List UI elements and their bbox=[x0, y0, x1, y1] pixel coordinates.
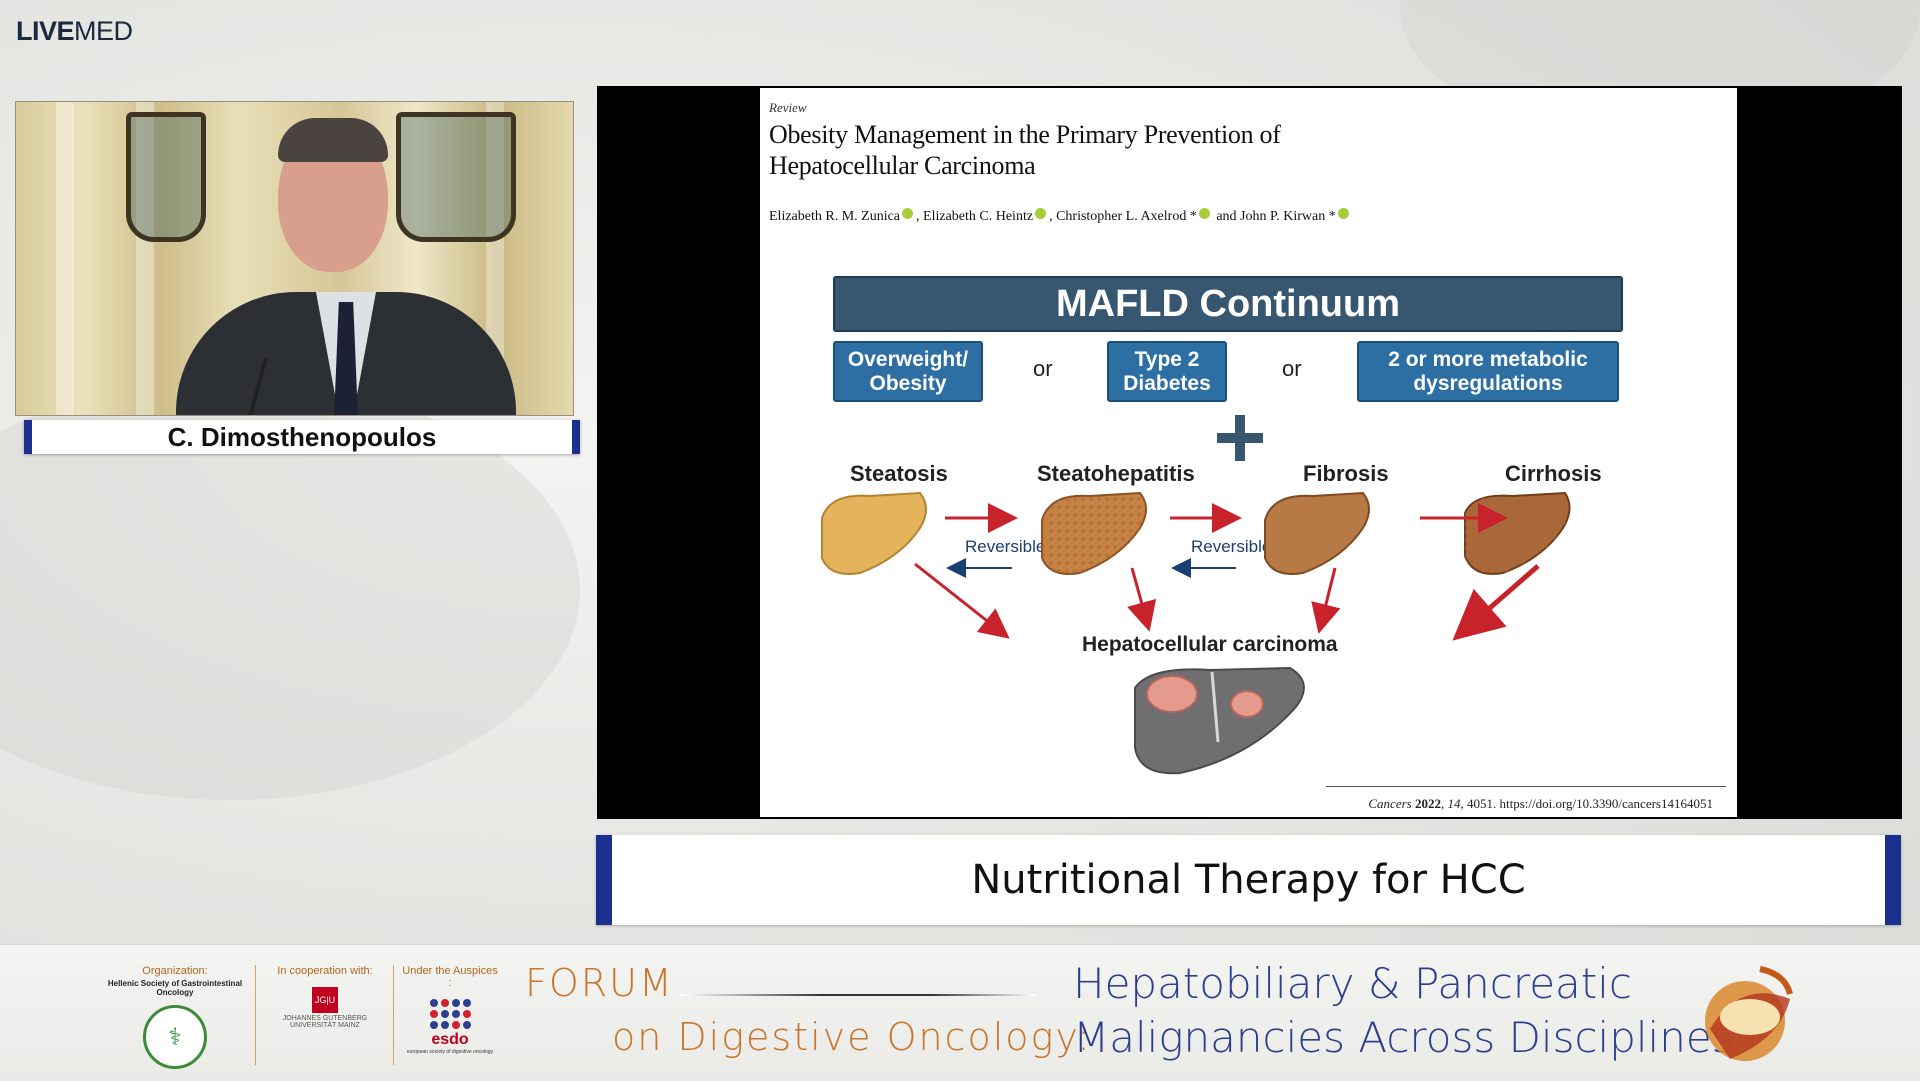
tumor bbox=[1146, 675, 1198, 713]
auspices-block: Under the Auspices : esdo european socie… bbox=[400, 965, 500, 1055]
citation: Cancers 2022, 14, 4051. https://doi.org/… bbox=[1368, 796, 1713, 811]
hcc-label: Hepatocellular carcinoma bbox=[1082, 633, 1338, 656]
orcid-icon bbox=[1035, 208, 1047, 219]
speaker-hair bbox=[278, 118, 388, 162]
jgu-logo-icon: JG|U bbox=[312, 987, 338, 1013]
review-label: Review bbox=[769, 100, 807, 115]
auspices-subtitle: european society of digestive oncology bbox=[406, 1049, 494, 1055]
author: Elizabeth C. Heintz bbox=[923, 209, 1034, 224]
organization-block: Organization: Hellenic Society of Gastro… bbox=[100, 965, 250, 1069]
divider bbox=[393, 965, 394, 1065]
cooperation-block: In cooperation with: JG|U JOHANNES GUTEN… bbox=[270, 965, 380, 1029]
livemed-logo: LIVEMED bbox=[16, 16, 133, 46]
or-label: or bbox=[1033, 356, 1053, 381]
reversible-label: Reversible bbox=[1191, 537, 1272, 556]
lantern bbox=[396, 112, 516, 242]
author: Elizabeth R. M. Zunica bbox=[769, 209, 901, 224]
plus-icon bbox=[1217, 433, 1263, 443]
event-footer: Organization: Hellenic Society of Gastro… bbox=[0, 944, 1920, 1081]
divider bbox=[255, 965, 256, 1065]
reversible-label: Reversible bbox=[965, 537, 1046, 556]
risk-factor-box: 2 or more metabolic dysregulations bbox=[1357, 341, 1619, 402]
author: and John P. Kirwan * bbox=[1216, 209, 1336, 224]
event-title-line: Malignancies Across Disciplines bbox=[1073, 1013, 1734, 1062]
or-label: or bbox=[1282, 356, 1302, 381]
speaker-video bbox=[15, 101, 574, 416]
background-stripe bbox=[136, 102, 154, 415]
cooperation-name: JOHANNES GUTENBERG UNIVERSITÄT MAINZ bbox=[282, 1015, 368, 1029]
forum-title: FORUM bbox=[525, 961, 674, 1005]
event-title-line: Hepatobiliary & Pancreatic bbox=[1073, 959, 1633, 1008]
mafld-diagram bbox=[821, 491, 1571, 775]
tumor bbox=[1230, 690, 1264, 718]
esdo-logo-icon bbox=[429, 999, 471, 1029]
background-stripe bbox=[486, 102, 504, 415]
stage-label: Cirrhosis bbox=[1505, 461, 1602, 486]
stage-label: Steatohepatitis bbox=[1037, 461, 1195, 486]
paper-title-line: Obesity Management in the Primary Preven… bbox=[769, 120, 1281, 149]
auspices-name: esdo bbox=[431, 1031, 469, 1048]
mafld-header: MAFLD Continuum bbox=[833, 276, 1623, 332]
orcid-icon bbox=[1337, 208, 1349, 219]
auspices-label: Under the Auspices : bbox=[402, 965, 498, 989]
speaker-name: C. Dimosthenopoulos bbox=[24, 420, 580, 454]
society-seal-icon: ⚕ bbox=[143, 1005, 207, 1069]
liver-fibrosis bbox=[1264, 491, 1370, 575]
organization-name: Hellenic Society of Gastrointestinal Onc… bbox=[107, 979, 243, 997]
slide-frame: Review Obesity Management in the Primary… bbox=[597, 86, 1902, 819]
organization-label: Organization: bbox=[142, 965, 208, 977]
lower-third-title: Nutritional Therapy for HCC bbox=[596, 835, 1901, 925]
author: Christopher L. Axelrod * bbox=[1056, 209, 1197, 224]
forum-rule bbox=[680, 994, 1036, 996]
stage-label: Steatosis bbox=[850, 461, 948, 486]
orcid-icon bbox=[902, 208, 914, 219]
liver-steatosis bbox=[821, 491, 927, 575]
citation-rule bbox=[1326, 786, 1726, 787]
stage-label: Fibrosis bbox=[1303, 461, 1389, 486]
forum-emblem-icon bbox=[1705, 966, 1793, 1061]
forum-subtitle: on Digestive Oncology: bbox=[612, 1015, 1092, 1059]
orcid-icon bbox=[1198, 208, 1210, 219]
paper-title: Obesity Management in the Primary Preven… bbox=[769, 119, 1281, 181]
background-stripe bbox=[56, 102, 74, 415]
risk-factor-box: Overweight/ Obesity bbox=[833, 341, 983, 402]
author-list: Elizabeth R. M. Zunica, Elizabeth C. Hei… bbox=[769, 208, 1352, 225]
risk-factor-box: Type 2 Diabetes bbox=[1107, 341, 1227, 402]
slide: Review Obesity Management in the Primary… bbox=[760, 88, 1737, 817]
cooperation-label: In cooperation with: bbox=[277, 965, 373, 977]
paper-title-line: Hepatocellular Carcinoma bbox=[769, 151, 1036, 180]
lantern bbox=[126, 112, 206, 242]
